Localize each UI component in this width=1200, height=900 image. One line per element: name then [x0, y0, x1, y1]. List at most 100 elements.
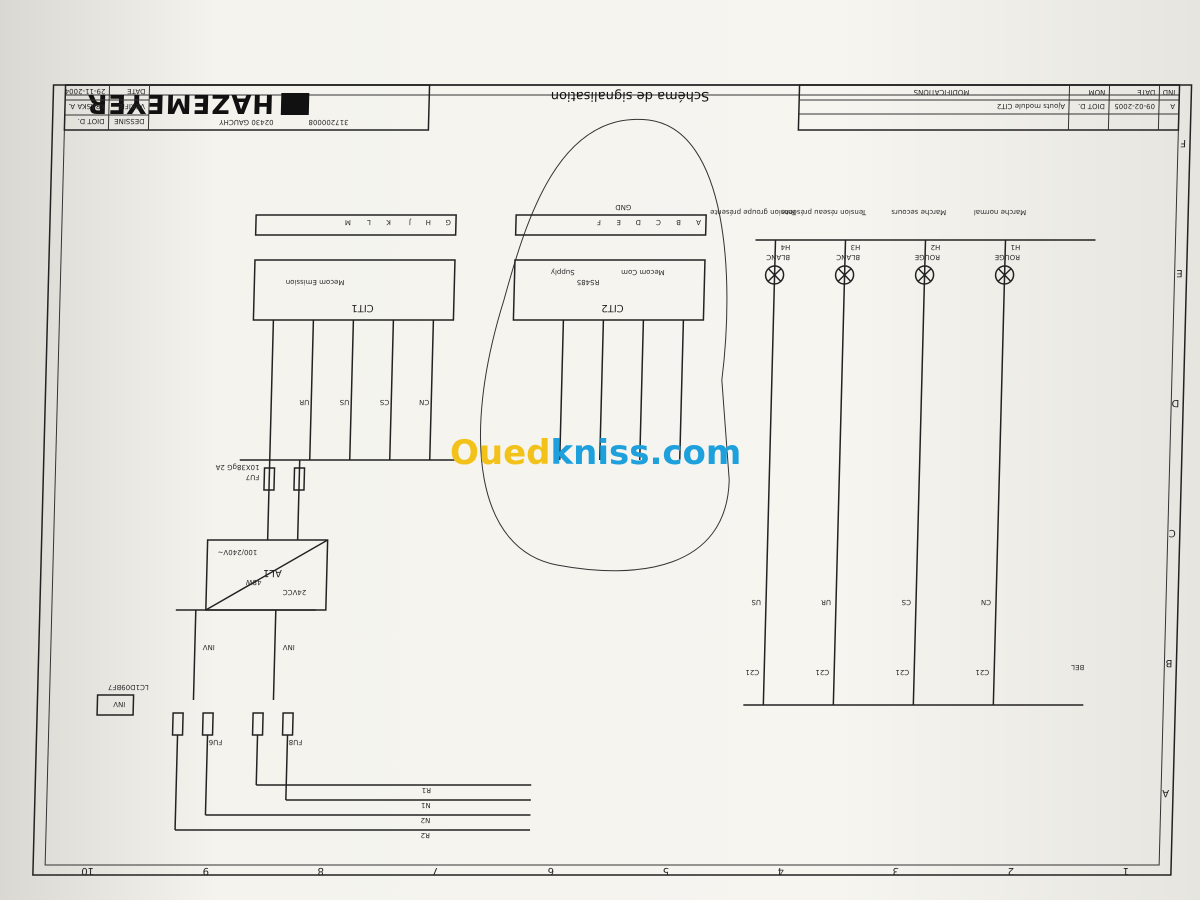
term-label: J [409, 218, 412, 226]
rev-col: NOM [1088, 88, 1105, 96]
term-label: B [676, 218, 681, 226]
ps-rating: 48W [246, 578, 262, 586]
brand-address: 02430 GAUCHY [219, 118, 274, 126]
line-label: R1 [422, 786, 432, 794]
grid-number: 4 [777, 865, 784, 876]
watermark: Ouedkniss.com [450, 433, 741, 473]
svg-text:Ouedkniss.com: Ouedkniss.com [450, 433, 741, 473]
rev-header: MODIFICATIONS [913, 88, 970, 96]
inv-label: INV [202, 643, 215, 651]
module-text: Mecom Com [621, 268, 665, 276]
grid-number: 7 [432, 865, 439, 876]
lamp-color: BLANC [766, 253, 790, 261]
term-label: M [345, 218, 351, 226]
signal-lamp-section: Marche normal ROUGE H1 CN C21 Marche sec… [710, 208, 1096, 706]
term-label: K [386, 218, 391, 226]
lamp-label: Tension réseau présente [781, 208, 867, 216]
term-label: A [696, 218, 701, 226]
grid-number: 10 [81, 865, 94, 876]
role-label: VERIFIE [118, 102, 145, 110]
rev-col: DATE [1137, 88, 1155, 96]
title-block: Schéma de signalisation HAZEMEYER 02430 … [63, 84, 1180, 131]
contact-label: US [339, 398, 349, 406]
lamp-h4: Tension groupe présente BLANC H4 US C21 [710, 208, 797, 705]
role-label: DATE [127, 87, 145, 95]
wire-label: C21 [895, 668, 909, 676]
term-label: E [616, 218, 621, 226]
revision-table: A 09-02-2005 DIOT D. Ajouts module CIT2 … [797, 84, 1181, 131]
contact-label: UR [299, 398, 309, 406]
rev-name: DIOT D. [1078, 102, 1105, 110]
doc-title: Schéma de signalisation [551, 88, 710, 103]
watermark-part: .com [649, 433, 741, 473]
aux-label: BEL [1071, 663, 1084, 671]
power-supply-label: AL1 [263, 567, 282, 578]
grid-letters: A B C D E F [1162, 137, 1186, 798]
lamp-color: ROUGE [915, 253, 941, 261]
brand-logo [280, 93, 310, 115]
cit1-module: CIT1 G H J K L M Mecom Emission CN CS US… [239, 214, 457, 461]
line-label: N2 [421, 816, 431, 824]
rev-ind: A [1170, 102, 1175, 110]
lamp-id: H3 [850, 243, 860, 251]
contact-label: CN [419, 398, 429, 406]
lamp-id: H4 [780, 243, 790, 251]
lamp-label: Marche secours [891, 208, 946, 216]
ps-in: 100/240V~ [217, 548, 257, 556]
inverter-text: INV [113, 700, 126, 708]
module-text: RS485 [577, 278, 600, 286]
fuse-rating: 10X38gG 2A [215, 463, 259, 471]
rotated-sheet: 1 2 3 4 5 6 7 8 9 10 A B C D E F A [32, 84, 1193, 876]
cit1-label: CIT1 [351, 302, 374, 313]
lamp-label: Marche normal [974, 208, 1027, 216]
brand-name: HAZEMEYER [86, 88, 275, 118]
grid-number: 6 [547, 865, 554, 876]
rev-col: IND [1163, 88, 1176, 96]
grid-number: 2 [1007, 865, 1014, 876]
lamp-id: H1 [1010, 243, 1020, 251]
module-text: Mecom Emission [286, 278, 345, 286]
grid-letter: D [1171, 397, 1179, 408]
contact-label: CS [901, 598, 911, 606]
rev-desc: Ajouts module CIT2 [997, 102, 1065, 110]
term-label: D [635, 218, 641, 226]
fuse-label: FU6 [208, 738, 222, 746]
term-label: L [367, 218, 371, 226]
role-name: KRASKA A. [68, 102, 105, 110]
grid-number: 8 [317, 865, 324, 876]
fuse-label: FU8 [289, 738, 303, 746]
relay-ref: LC1D09BF7 [108, 683, 149, 691]
inner-border [44, 94, 1180, 866]
watermark-part: Oued [450, 433, 551, 473]
grid-number: 9 [202, 865, 209, 876]
inv-label: INV [282, 643, 295, 651]
cit2-module: CIT2 A B C D E F RS485 Supply Mecom Com … [480, 118, 730, 572]
cit2-box [512, 259, 706, 321]
wire-label: C21 [975, 668, 989, 676]
watermark-part: kniss [551, 433, 650, 473]
grid-letter: B [1165, 657, 1172, 668]
lamp-h2: Marche secours ROUGE H2 CS C21 [891, 208, 946, 705]
rev-date: 09-02-2005 [1114, 102, 1155, 110]
lamp-h3: Tension réseau présente BLANC H3 UR C21 [781, 208, 867, 705]
cit2-outline [480, 118, 730, 572]
lamp-id: H2 [930, 243, 940, 251]
term-label: F [597, 218, 601, 226]
lamp-label: Tension groupe présente [710, 208, 797, 216]
wire-label: C21 [745, 668, 759, 676]
fuse-label: FU7 [246, 473, 260, 481]
lamp-color: ROUGE [995, 253, 1021, 261]
term-label: H [426, 218, 431, 226]
wire-label: C21 [815, 668, 829, 676]
cit2-label: CIT2 [601, 302, 624, 313]
contact-label: UR [821, 598, 831, 606]
role-label: DESSINE [114, 117, 145, 125]
line-label: R2 [420, 831, 430, 839]
inverter-box [96, 694, 135, 716]
gnd-label: GND [615, 203, 631, 211]
line-label: N1 [421, 801, 431, 809]
ps-out: 24VCC [283, 588, 307, 596]
lamp-color: BLANC [836, 253, 860, 261]
